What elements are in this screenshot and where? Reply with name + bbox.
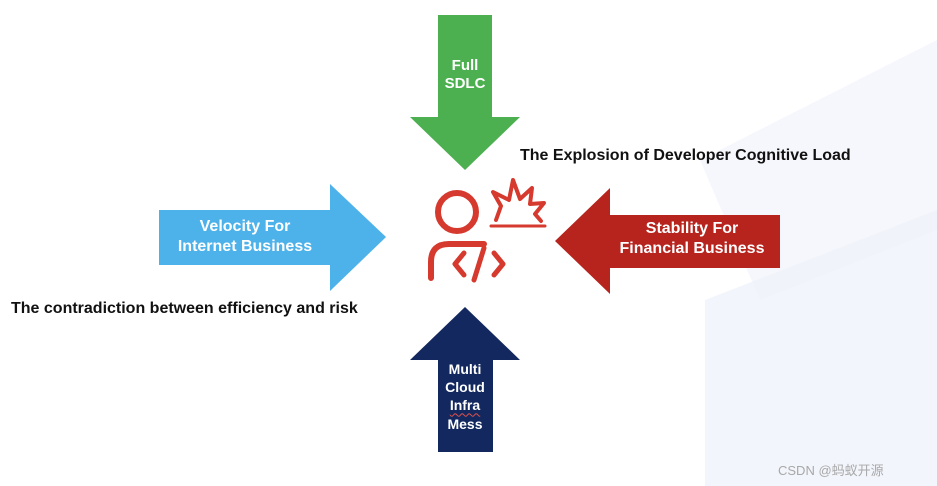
right-arrow-label-line-1: Stability For <box>645 220 739 237</box>
bottom-arrow-label-line-2: Cloud <box>445 379 485 396</box>
right-arrow <box>555 188 780 294</box>
code-bracket-left-icon <box>452 250 467 278</box>
top-arrow-label: Full SDLC <box>430 57 500 94</box>
bottom-arrow-label-line-3: Infra <box>449 397 481 414</box>
code-slash-icon <box>471 245 487 283</box>
right-arrow-label: Stability For Financial Business <box>604 219 780 258</box>
left-arrow-label: Velocity For Internet Business <box>159 217 331 256</box>
code-bracket-right-icon <box>491 250 506 278</box>
bottom-arrow-label: Multi Cloud Infra Mess <box>430 360 500 433</box>
explosion-icon <box>491 178 546 223</box>
right-arrow-label-line-2: Financial Business <box>619 239 765 257</box>
developer-code-explosion-icon <box>428 178 547 283</box>
person-head-icon <box>435 190 479 234</box>
left-arrow-label-line-1: Velocity For <box>199 218 291 235</box>
bottom-arrow <box>410 307 520 452</box>
left-arrow-label-line-2: Internet Business <box>177 237 313 255</box>
bottom-arrow-label-line-4: Mess <box>447 415 483 432</box>
watermark: CSDN @蚂蚁开源 <box>778 463 884 478</box>
caption-cognitive-load: The Explosion of Developer Cognitive Loa… <box>520 147 851 164</box>
background-shape-lower <box>705 210 937 486</box>
top-arrow <box>410 15 520 170</box>
person-body-icon <box>428 241 487 281</box>
caption-efficiency-risk: The contradiction between efficiency and… <box>11 300 358 317</box>
top-arrow-label-line-2: SDLC <box>444 75 486 93</box>
top-arrow-label-line-1: Full <box>451 57 479 74</box>
left-arrow <box>159 184 386 291</box>
bottom-arrow-label-line-1: Multi <box>448 361 482 377</box>
